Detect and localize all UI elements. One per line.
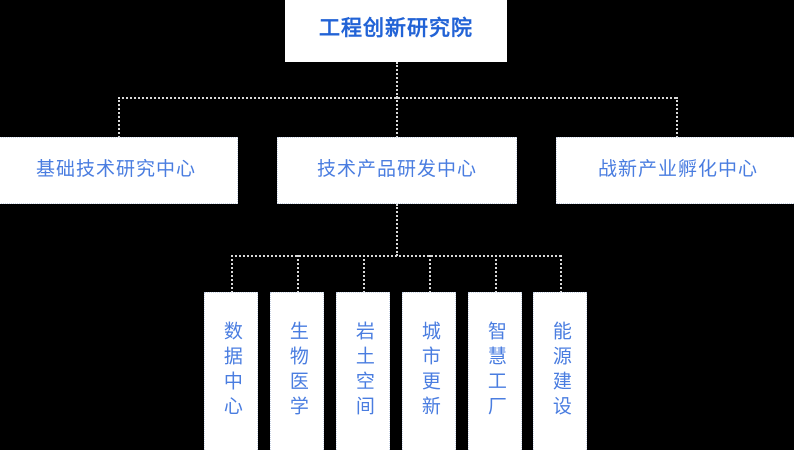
org-node-level3-3-label: 岩土空间 [352, 321, 374, 421]
org-node-level3-6[interactable]: 能源建设 [533, 292, 587, 450]
org-node-level2-3[interactable]: 战新产业孵化中心 [556, 137, 794, 204]
connector-level3-drop-3 [363, 255, 365, 293]
connector-level2-drop-right [676, 97, 678, 138]
connector-level2-drop-left [118, 97, 120, 138]
org-node-level2-2-label: 技术产品研发中心 [316, 159, 477, 181]
connector-level3-drop-1 [231, 255, 233, 293]
connector-level3-drop-5 [495, 255, 497, 293]
connector-level3-drop-2 [297, 255, 299, 293]
connector-level2-drop-center [396, 97, 398, 138]
org-node-level3-2-label: 生物医学 [286, 321, 308, 421]
org-node-level3-1-label: 数据中心 [220, 321, 242, 421]
org-node-level2-2[interactable]: 技术产品研发中心 [277, 137, 517, 204]
org-node-level3-4-label: 城市更新 [418, 321, 440, 421]
org-node-level3-1[interactable]: 数据中心 [204, 292, 258, 450]
org-node-level3-2[interactable]: 生物医学 [270, 292, 324, 450]
org-node-root[interactable]: 工程创新研究院 [285, 0, 507, 62]
connector-level3-drop-6 [560, 255, 562, 293]
org-node-level2-1-label: 基础技术研究中心 [35, 159, 196, 181]
org-node-level3-3[interactable]: 岩土空间 [336, 292, 390, 450]
connector-level3-stem [396, 204, 398, 256]
org-node-root-label: 工程创新研究院 [319, 17, 473, 41]
connector-root-stem [396, 62, 398, 98]
org-node-level3-5-label: 智慧工厂 [484, 321, 506, 421]
org-node-level3-5[interactable]: 智慧工厂 [468, 292, 522, 450]
org-node-level3-6-label: 能源建设 [549, 321, 571, 421]
org-node-level2-1[interactable]: 基础技术研究中心 [0, 137, 238, 204]
org-node-level3-4[interactable]: 城市更新 [402, 292, 456, 450]
connector-level3-bus [231, 255, 561, 257]
connector-level3-drop-4 [429, 255, 431, 293]
org-node-level2-3-label: 战新产业孵化中心 [597, 159, 758, 181]
